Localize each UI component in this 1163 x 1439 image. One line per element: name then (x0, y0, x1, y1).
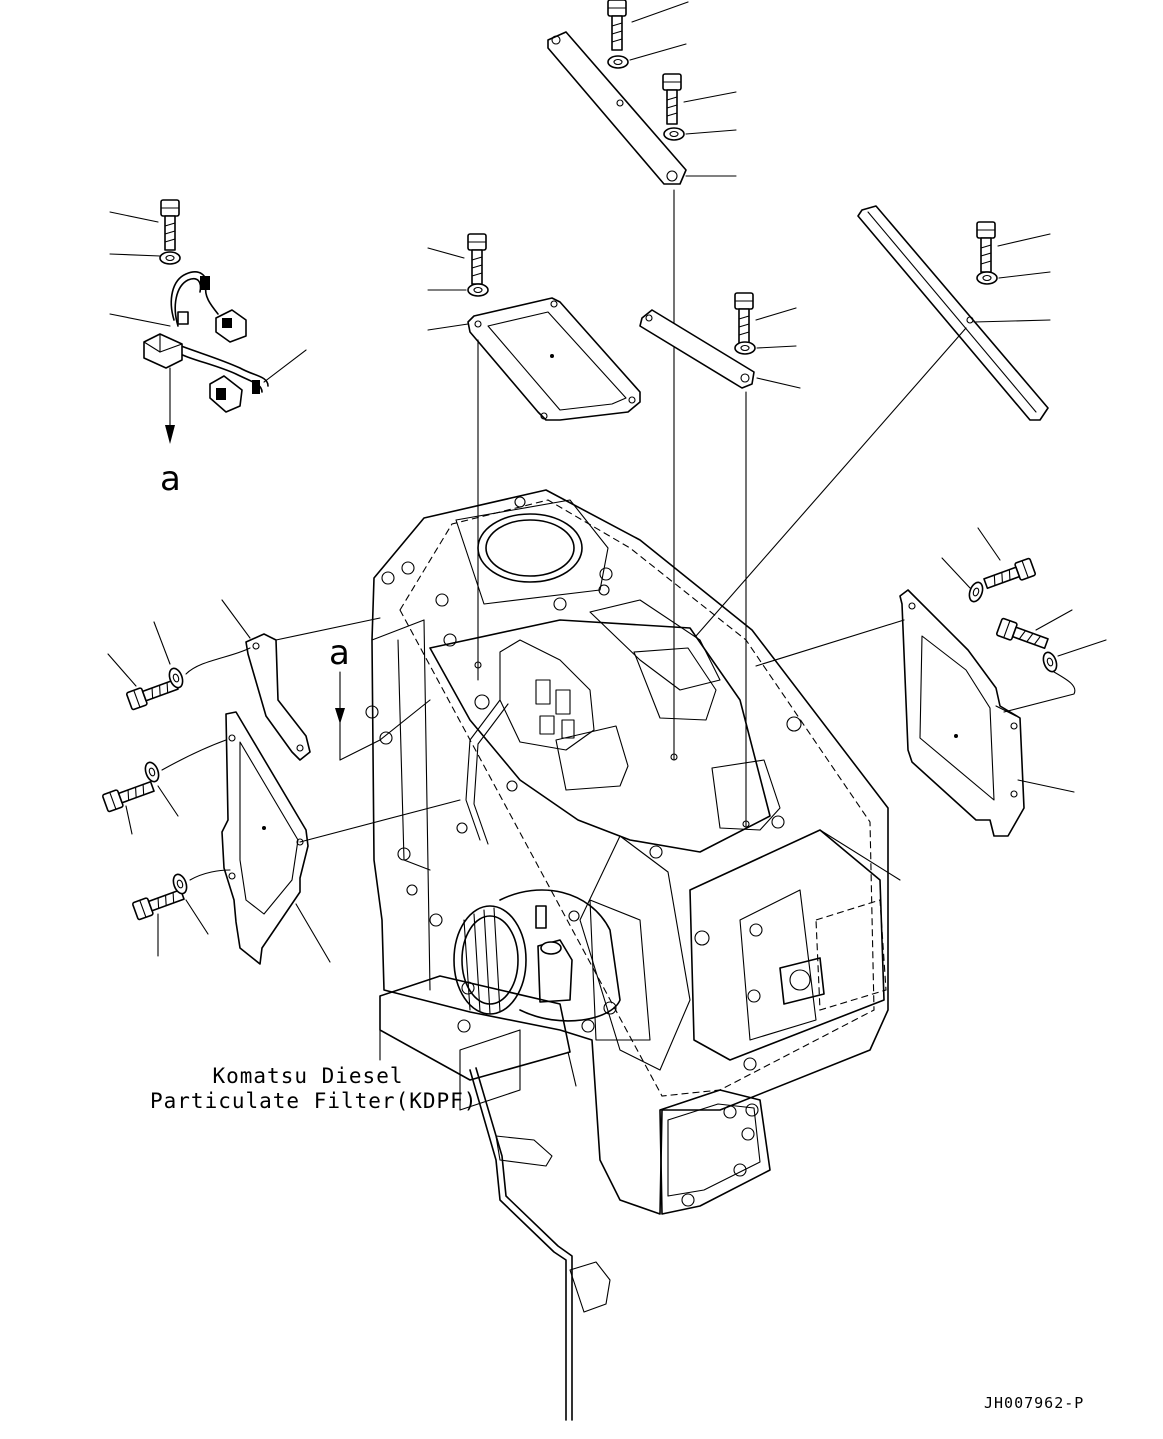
washer-icon (1040, 649, 1060, 675)
bolt-icon (734, 292, 754, 344)
top-cover-plate-icon (467, 297, 641, 421)
label-a-top: a (160, 459, 181, 499)
kdpf-caption: Komatsu Diesel Particulate Filter(KDPF) (150, 1064, 478, 1114)
top-bracket-icon (547, 31, 687, 185)
kdpf-caption-line1: Komatsu Diesel (212, 1064, 404, 1088)
wire-harness-icon (143, 199, 269, 413)
bolt-icon (607, 0, 627, 51)
label-a-mid: a (329, 633, 350, 673)
washer-icon (607, 55, 629, 69)
washer-icon (159, 251, 181, 265)
kdpf-assembly-icon (365, 489, 901, 1421)
kdpf-caption-line2: Particulate Filter(KDPF) (150, 1089, 478, 1113)
washer-icon (966, 579, 986, 605)
bolt-icon (995, 617, 1051, 653)
left-bracket-icon (245, 633, 311, 761)
bolt-icon (662, 73, 682, 125)
bolt-icon (160, 199, 180, 251)
washer-icon (142, 759, 162, 785)
drawing-code: JH007962-P (984, 1394, 1085, 1412)
middle-bracket-icon (639, 309, 755, 389)
washer-icon (734, 341, 756, 355)
bolt-icon (467, 233, 487, 285)
left-cover-plate-icon (221, 711, 309, 965)
bolt-icon (981, 557, 1037, 593)
washer-icon (663, 127, 685, 141)
rod-bracket-icon (857, 205, 1049, 421)
bolt-icon (976, 221, 996, 273)
washer-icon (467, 283, 489, 297)
washer-icon (976, 271, 998, 285)
right-cover-plate-icon (899, 589, 1025, 837)
bolt-icon (101, 777, 157, 813)
